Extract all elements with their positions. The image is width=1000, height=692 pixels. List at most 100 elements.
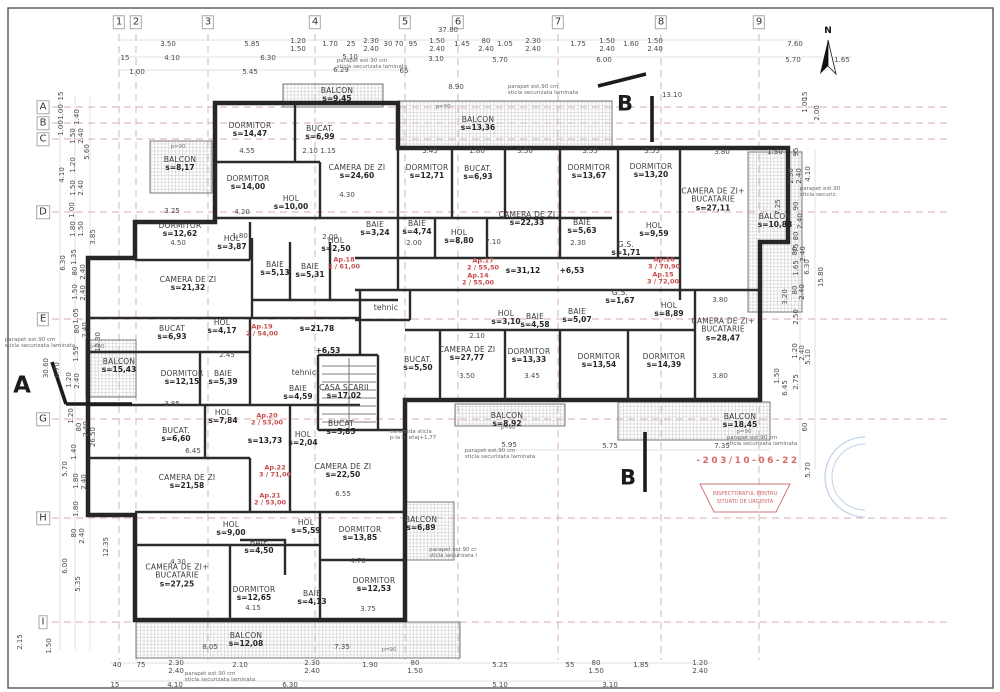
room-name: G.S. bbox=[617, 239, 635, 249]
room-area-value: s=13,36 bbox=[460, 123, 496, 132]
room-name: CAMERA DE ZI bbox=[159, 274, 217, 284]
room-name: BAIE bbox=[265, 259, 285, 269]
dimension-label: 3.80 bbox=[714, 148, 730, 157]
dimension-label: 15 bbox=[110, 681, 120, 690]
grid-column-label: 2 bbox=[129, 15, 143, 29]
room-name: DORMITOR bbox=[405, 162, 449, 172]
room-area-value: s=22,33 bbox=[509, 218, 545, 227]
room-area-value: s=6,93 bbox=[157, 332, 187, 341]
stamp-code: -203/10-06-22 bbox=[696, 456, 800, 467]
balcony-hatch bbox=[617, 401, 771, 441]
dimension-label: 1.00 bbox=[801, 97, 810, 113]
room-area-value: s=21,32 bbox=[170, 283, 206, 292]
dimension-label: 1.80 bbox=[72, 501, 81, 517]
dimension-label: 2.75 bbox=[792, 374, 801, 390]
room-name: BALCON bbox=[723, 411, 757, 421]
dimension-label: 2.40 bbox=[363, 45, 379, 54]
room-label: BUCAT.s=6,99 bbox=[305, 124, 334, 142]
dimension-label: 1.50 bbox=[45, 638, 54, 654]
dimension-label: 1.35 bbox=[70, 249, 79, 265]
room-area-value: s=14,39 bbox=[646, 360, 682, 369]
room-area-value: s=21,58 bbox=[169, 481, 205, 490]
room-area-value: s=4,17 bbox=[207, 326, 237, 335]
room-name: CAMERA DE ZI bbox=[314, 461, 372, 471]
room-name: DORMITOR bbox=[352, 575, 396, 585]
dimension-label: 2.40 bbox=[795, 168, 804, 184]
room-name: BAIE bbox=[525, 311, 545, 321]
dimension-label: 5.85 bbox=[244, 40, 260, 49]
apartment-info: 2 / 55,00 bbox=[462, 279, 494, 287]
room-name: CAMERA DE ZI bbox=[498, 209, 556, 219]
room-area-value: s=5,39 bbox=[208, 377, 238, 386]
dimension-label: 1.05 bbox=[497, 40, 513, 49]
section-cut-lines bbox=[50, 72, 654, 492]
room-name: HOL bbox=[213, 317, 231, 327]
dimension-label: 1.00 bbox=[57, 104, 66, 120]
room-name: CAMERA DE ZI+ bbox=[691, 316, 755, 326]
dimension-label: s=21,78 bbox=[299, 323, 335, 333]
dimension-label: 4.30 bbox=[170, 558, 186, 567]
dimension-label: 1.20 bbox=[67, 408, 76, 424]
room-name: DORMITOR bbox=[338, 524, 382, 534]
dimension-label: 2.40 bbox=[525, 45, 541, 54]
room-label: tehnic bbox=[292, 368, 316, 377]
apartment-id: Ap.20 bbox=[256, 411, 278, 420]
room-name: DORMITOR bbox=[642, 351, 686, 361]
dimension-label: 4.50 bbox=[170, 239, 186, 248]
dimension-label: 3.20 bbox=[781, 289, 790, 305]
room-name: BUCAT. bbox=[162, 425, 190, 435]
dimension-label: 1.50 bbox=[77, 221, 86, 237]
room-name: DORMITOR bbox=[232, 584, 276, 594]
grid-column-label: 4 bbox=[308, 15, 322, 29]
dimension-label: 3.50 bbox=[160, 40, 176, 49]
room-name: CASA SCARII bbox=[319, 382, 369, 392]
stamp-agency-line2: SITUATII DE URGENTA bbox=[716, 498, 774, 505]
parapet-note: parapet est.90 cm sticla securizata lami… bbox=[507, 83, 579, 96]
room-name: HOL bbox=[660, 300, 678, 310]
dimension-label: 3.80 bbox=[712, 372, 728, 381]
dimension-label: 1.50 bbox=[290, 45, 306, 54]
dimension-label: 5.95 bbox=[501, 441, 517, 450]
dimension-label: 2.00 bbox=[406, 239, 422, 248]
room-name: HOL bbox=[497, 308, 515, 318]
dimension-label: 6.00 bbox=[61, 558, 70, 574]
room-name: DORMITOR bbox=[226, 173, 270, 183]
dimension-label: 7.35 bbox=[714, 442, 730, 451]
dimension-label: 5.10 bbox=[342, 53, 358, 62]
dimension-label: +6,53 bbox=[559, 265, 585, 275]
dimension-label: 2.40 bbox=[647, 45, 663, 54]
room-area-value: s=12,62 bbox=[162, 229, 198, 238]
dimension-label: 80 bbox=[792, 231, 801, 241]
room-area-value: s=1,67 bbox=[605, 296, 635, 305]
dimension-label: 15 bbox=[57, 91, 66, 101]
dimension-label: 15.80 bbox=[817, 266, 826, 288]
grid-column-label: 7 bbox=[551, 15, 565, 29]
dimension-label: 2.40 bbox=[73, 373, 82, 389]
dimension-label: 3.85 bbox=[164, 400, 180, 409]
room-name: BALCON bbox=[163, 154, 197, 164]
dimension-label: 3.10 bbox=[602, 681, 618, 690]
dimension-label: 15 bbox=[120, 54, 130, 63]
dimension-label: 5.70 bbox=[804, 462, 813, 478]
page-border bbox=[7, 7, 994, 689]
parapet-note: parapet est.90 sticla securiz. bbox=[799, 185, 841, 198]
dimension-label: 2.50 bbox=[792, 309, 801, 325]
room-label: tehnic bbox=[374, 303, 398, 312]
apartment-id: Ap.16 bbox=[653, 255, 675, 264]
